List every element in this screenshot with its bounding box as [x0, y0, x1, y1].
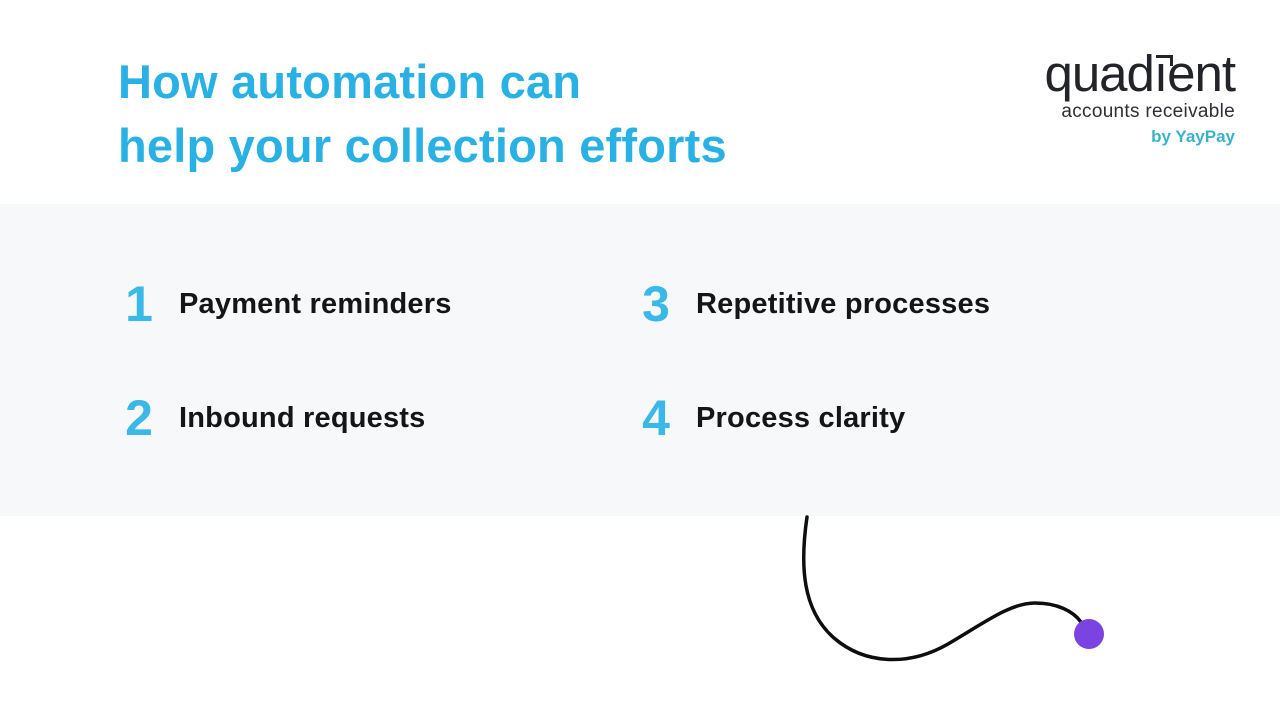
list-item-payment-reminders: 1 Payment reminders: [114, 276, 452, 332]
squiggle-line: [802, 515, 1083, 662]
item-number: 3: [642, 276, 670, 332]
logo-subtitle: accounts receivable: [1061, 101, 1235, 122]
list-item-process-clarity: 4 Process clarity: [631, 390, 905, 446]
item-label: Process clarity: [696, 401, 906, 434]
item-label: Repetitive processes: [696, 287, 991, 320]
purple-dot: [1074, 619, 1104, 649]
title-line-2: help your collection efforts: [118, 119, 727, 172]
logo-wordmark-end: ent: [1167, 45, 1236, 102]
logo-i-glyph: ı: [1153, 45, 1173, 102]
title-line-1: How automation can: [118, 55, 582, 108]
page-title: How automation can help your collection …: [118, 50, 727, 178]
corner-bracket-icon: [1155, 55, 1173, 66]
logo-byline: by YayPay: [1151, 127, 1235, 146]
item-number: 4: [642, 390, 670, 446]
item-number: 1: [125, 276, 153, 332]
item-number: 2: [125, 390, 153, 446]
list-item-repetitive-processes: 3 Repetitive processes: [631, 276, 990, 332]
item-label: Payment reminders: [179, 287, 452, 320]
decorative-curve: [802, 515, 1104, 662]
logo-wordmark-start: quad: [1044, 45, 1154, 102]
item-label: Inbound requests: [179, 401, 426, 434]
list-item-inbound-requests: 2 Inbound requests: [114, 390, 426, 446]
content-band: [0, 204, 1280, 516]
logo-i-stem: ı: [1153, 45, 1168, 102]
